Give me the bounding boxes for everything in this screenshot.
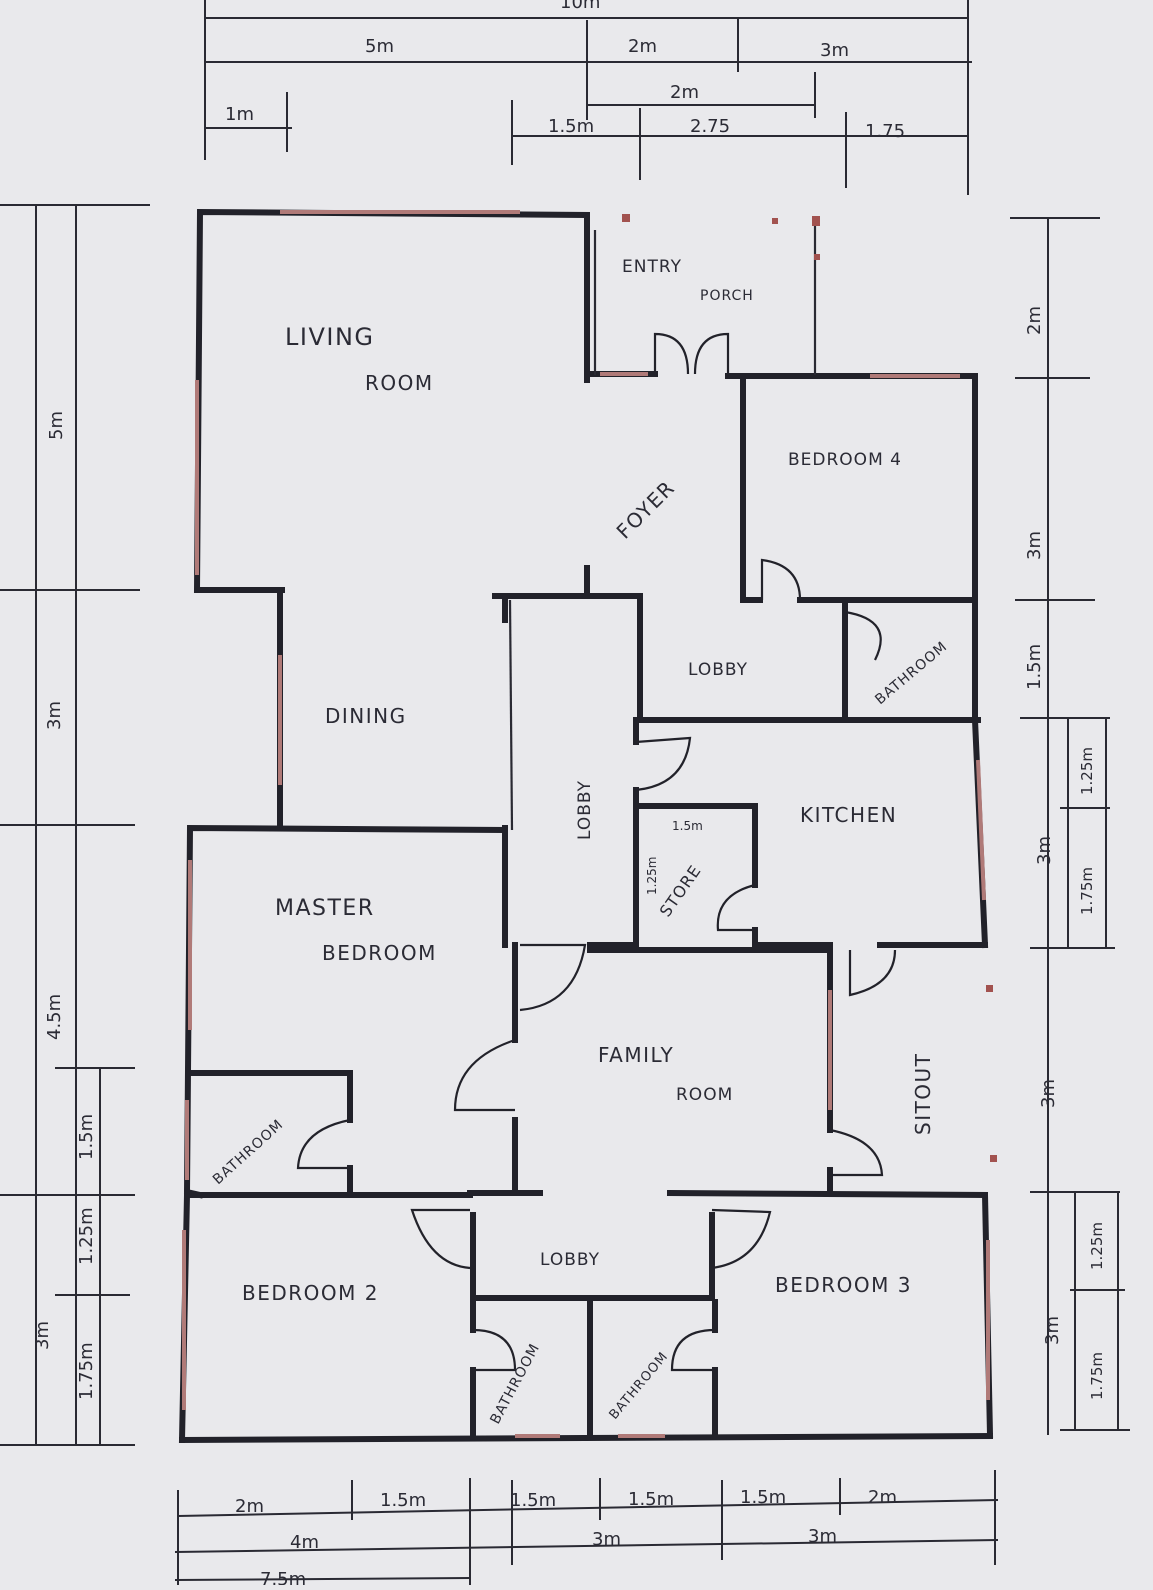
label-dining: DINING (325, 704, 407, 728)
dim-right-sub-2: 1.75m (1078, 867, 1096, 915)
label-entry: ENTRY (622, 257, 682, 277)
thin-lines (508, 225, 817, 831)
windows (182, 210, 990, 1438)
left-dimensions: 5m 3m 4.5m 3m 1.5m 1.25m 1.75m (0, 204, 150, 1446)
dim-top-row3-c: 2.75 (690, 116, 730, 137)
dim-right-6: 3m (1042, 1316, 1063, 1345)
label-bedroom3: BEDROOM 3 (775, 1273, 912, 1297)
dim-bottom-row1-e: 1.5m (740, 1487, 786, 1508)
label-sitout: SITOUT (911, 1053, 935, 1135)
dim-left-3: 4.5m (44, 994, 65, 1040)
label-lobby-top: LOBBY (688, 660, 748, 680)
label-bathroom-top: BATHROOM (872, 639, 950, 708)
label-store: STORE (656, 861, 705, 920)
dim-top-row3-a: 1m (225, 104, 254, 125)
top-dimensions: 10m 5m 2m 3m 2m 1m 1.5m 2.75 1.75 (204, 0, 972, 195)
dim-right-1: 2m (1024, 306, 1045, 335)
dim-top-overall: 10m (560, 0, 600, 13)
dim-right-5: 3m (1038, 1079, 1059, 1108)
walls (178, 208, 994, 1444)
dim-left-1: 5m (46, 411, 67, 440)
dim-right-2: 3m (1024, 531, 1045, 560)
room-labels: ENTRY PORCH LIVING ROOM FOYER BEDROOM 4 … (210, 257, 951, 1427)
dim-bottom-row1-d: 1.5m (628, 1489, 674, 1510)
dim-left-inner-1: 1.5m (76, 1114, 97, 1160)
dim-left-2: 3m (44, 701, 65, 730)
doors (296, 332, 897, 1372)
dim-right-sub-3: 1.25m (1088, 1222, 1106, 1270)
dim-bottom-row1-b: 1.5m (380, 1490, 426, 1511)
dim-bottom-row3: 7.5m (260, 1569, 306, 1585)
dim-top-row3-b: 1.5m (548, 116, 594, 137)
dim-bottom-row2-b: 3m (592, 1529, 621, 1550)
dim-right-sub-4: 1.75m (1088, 1352, 1106, 1400)
dim-top-row1-c: 3m (820, 40, 849, 61)
label-porch: PORCH (700, 288, 754, 304)
dim-bottom-row2-a: 4m (290, 1532, 319, 1553)
label-family-room: ROOM (676, 1085, 733, 1105)
label-lobby-mid: LOBBY (575, 780, 595, 840)
label-store-width: 1.5m (672, 819, 703, 833)
dim-left-inner-2: 1.25m (76, 1207, 97, 1265)
label-master: MASTER (275, 896, 375, 921)
dim-right-sub-1: 1.25m (1078, 747, 1096, 795)
label-bathroom-master: BATHROOM (210, 1117, 287, 1188)
dim-bottom-row1-c: 1.5m (510, 1490, 556, 1511)
label-bathroom-bottom-2: BATHROOM (607, 1349, 672, 1422)
dim-top-row1-b: 2m (628, 36, 657, 57)
dim-right-3: 1.5m (1024, 644, 1045, 690)
label-lobby-bottom: LOBBY (540, 1250, 600, 1270)
label-living: LIVING (285, 323, 375, 351)
label-bathroom-bottom-1: BATHROOM (487, 1341, 543, 1427)
label-store-height: 1.25m (645, 857, 659, 895)
dim-bottom-row1-a: 2m (235, 1496, 264, 1517)
label-kitchen: KITCHEN (800, 803, 897, 827)
label-family: FAMILY (598, 1043, 674, 1067)
dim-bottom-row2-c: 3m (808, 1526, 837, 1547)
porch-posts (622, 214, 997, 1162)
dim-top-row1-a: 5m (365, 36, 394, 57)
dim-left-4: 3m (32, 1321, 53, 1350)
right-dimensions: 2m 3m 1.5m 3m 3m 3m 1.25m 1.75m 1.25m 1.… (1010, 217, 1130, 1435)
dim-top-row3-d: 1.75 (865, 121, 905, 142)
label-bedroom4: BEDROOM 4 (788, 450, 902, 470)
dim-right-4: 3m (1034, 836, 1055, 865)
label-master-bedroom: BEDROOM (322, 941, 437, 965)
dim-top-row2: 2m (670, 82, 699, 103)
label-foyer: FOYER (612, 475, 680, 543)
label-bedroom2: BEDROOM 2 (242, 1281, 379, 1305)
label-living-room: ROOM (365, 371, 434, 395)
bottom-dimensions: 2m 1.5m 1.5m 1.5m 1.5m 2m 4m 3m 3m 7.5m (174, 1470, 999, 1590)
dim-bottom-row1-f: 2m (868, 1487, 897, 1508)
dim-left-inner-3: 1.75m (76, 1342, 97, 1400)
